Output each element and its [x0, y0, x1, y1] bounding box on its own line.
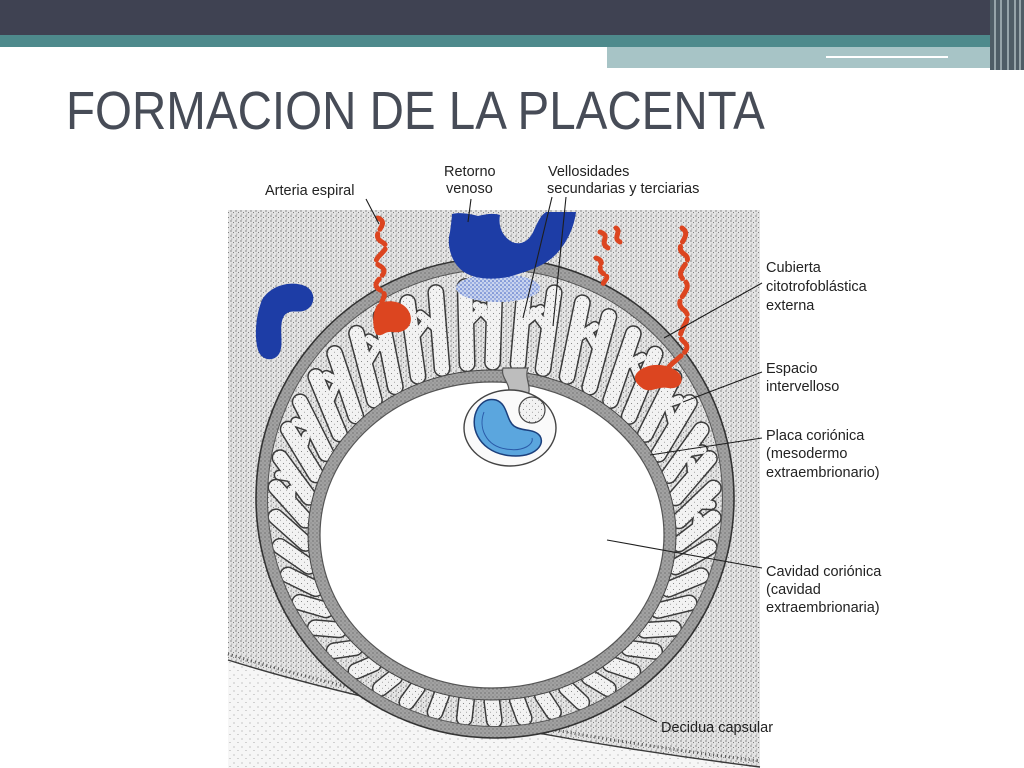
label-line: (cavidad: [766, 582, 821, 598]
label-chorionic-plate: Placa coriónica (mesodermo extraembriona…: [766, 428, 880, 481]
villus: [322, 371, 350, 389]
label-line: secundarias y terciarias: [547, 181, 699, 197]
villus: [510, 693, 532, 726]
label-line: extraembrionario): [766, 465, 880, 481]
villus: [472, 301, 498, 328]
villus: [323, 382, 340, 410]
villus: [308, 620, 347, 637]
leader-decidua-capsular: [623, 705, 658, 723]
label-villi: Vellosidades secundarias y terciarias: [547, 164, 699, 197]
label-line: extraembrionaria): [766, 600, 880, 616]
leader-venous-return: [467, 198, 472, 223]
villus: [292, 595, 333, 617]
villus: [535, 688, 561, 720]
uterine-lumen: [228, 660, 760, 768]
spiral-artery-right: [665, 225, 690, 371]
label-line: Espacio: [766, 361, 818, 377]
label-decidua-capsular: Decidua capsular: [661, 720, 773, 736]
villus: [327, 640, 363, 658]
label-line: citotrofoblástica: [766, 279, 868, 295]
slide-title: FORMACION DE LA PLACENTA: [66, 81, 765, 141]
villus: [361, 343, 381, 371]
villus: [583, 327, 604, 356]
villus: [559, 680, 589, 710]
header-teal-band: [0, 35, 1024, 47]
villus: [665, 405, 679, 433]
yolk-sac: [518, 396, 546, 424]
embryo: [473, 398, 543, 457]
villus: [692, 513, 702, 535]
label-line: (mesodermo: [766, 446, 847, 462]
label-chorionic-cavity: Cavidad coriónica (cavidad extraembriona…: [766, 564, 882, 616]
embryo-inner-outline: [481, 411, 533, 451]
spiral-artery-middle-a: [597, 229, 611, 251]
label-line: venoso: [446, 181, 493, 197]
leader-lines: [365, 196, 763, 723]
leader-cytotrophoblastic-shell: [663, 282, 763, 339]
spiral-artery-left: [373, 215, 389, 313]
chorionic-cavity: [319, 381, 665, 689]
villus: [286, 485, 296, 508]
label-line: Placa coriónica: [766, 428, 865, 444]
label-line: Arteria espiral: [265, 183, 354, 199]
spiral-artery-middle-b: [593, 255, 610, 289]
label-line: Decidua capsular: [661, 720, 773, 736]
villus: [603, 656, 640, 679]
villus: [651, 595, 697, 618]
villus: [681, 445, 707, 457]
villus: [291, 417, 318, 432]
spiral-artery-right-opening: [634, 364, 682, 391]
villus: [582, 670, 616, 696]
label-line: Vellosidades: [548, 164, 629, 180]
label-intervillous-space: Espacio intervelloso: [766, 361, 839, 395]
villi-layer: [267, 276, 722, 729]
villus: [428, 688, 449, 720]
header-dark-band: [0, 0, 1024, 35]
villus: [272, 539, 316, 574]
label-line: Retorno: [444, 164, 496, 180]
villus: [349, 656, 381, 679]
villus: [668, 540, 717, 574]
spiral-artery-middle-c: [613, 225, 623, 245]
spiral-artery-left-opening: [373, 301, 411, 336]
label-cytotrophoblastic-shell: Cubierta citotrofoblástica externa: [766, 260, 868, 314]
villus: [661, 568, 709, 597]
slide-header-bar: [0, 0, 1024, 70]
villus: [399, 680, 425, 710]
label-line: Cavidad coriónica: [766, 564, 882, 580]
villus: [655, 395, 684, 410]
label-line: intervelloso: [766, 379, 839, 395]
villus: [373, 669, 402, 696]
leader-villi-a: [522, 196, 553, 319]
villus: [280, 568, 323, 596]
leader-spiral-artery: [365, 198, 380, 225]
villus: [298, 431, 311, 457]
leader-chorionic-cavity: [606, 539, 763, 569]
villus: [268, 509, 313, 551]
venous-blood-intervillous: [456, 274, 540, 302]
villus: [637, 621, 681, 638]
leader-intervillous-space: [682, 371, 763, 403]
header-light-band: [607, 47, 992, 68]
label-spiral-artery: Arteria espiral: [265, 183, 354, 199]
villus: [484, 694, 502, 728]
endometrial-vein: [255, 283, 314, 360]
label-venous-return: Retorno venoso: [444, 164, 496, 197]
header-right-block: [990, 0, 1024, 70]
header-stripes: [994, 0, 1021, 70]
label-line: Cubierta: [766, 260, 822, 276]
villus: [529, 307, 553, 335]
villus: [457, 693, 474, 726]
villus: [621, 641, 662, 659]
label-line: externa: [766, 298, 815, 314]
villus: [416, 310, 443, 335]
villus: [364, 334, 393, 356]
leader-chorionic-plate: [649, 437, 763, 456]
villus: [687, 457, 697, 483]
leader-villi-b: [552, 196, 567, 327]
villus: [275, 471, 299, 482]
